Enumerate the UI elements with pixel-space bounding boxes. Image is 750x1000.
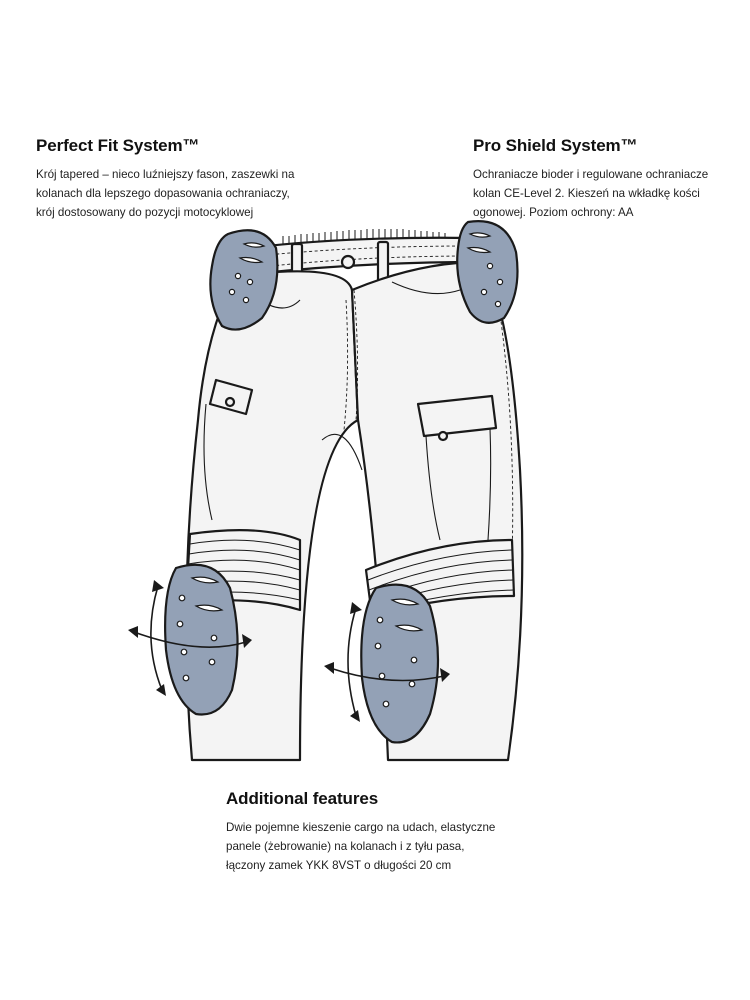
pro-shield-title: Pro Shield System™	[473, 136, 638, 155]
additional-features-line: Dwie pojemne kieszenie cargo na udach, e…	[226, 821, 496, 834]
additional-features-title: Additional features	[226, 789, 379, 808]
adjust-arrows-left	[128, 580, 252, 696]
perfect-fit-section: Perfect Fit System™ Krój tapered – nieco…	[36, 136, 336, 222]
pro-shield-description: Ochraniacze bioder i regulowane ochrania…	[473, 165, 738, 222]
perfect-fit-line: kolanach dla lepszego dopasowania ochran…	[36, 187, 290, 200]
additional-features-line: łączony zamek YKK 8VST o długości 20 cm	[226, 859, 452, 872]
perfect-fit-line: Krój tapered – nieco luźniejszy fason, z…	[36, 168, 295, 181]
perfect-fit-title: Perfect Fit System™	[36, 136, 200, 155]
pro-shield-section: Pro Shield System™ Ochraniacze bioder i …	[473, 136, 738, 222]
additional-features-description: Dwie pojemne kieszenie cargo na udach, e…	[226, 818, 536, 875]
pro-shield-line: kolan CE-Level 2. Kieszeń na wkładkę koś…	[473, 187, 700, 200]
perfect-fit-line: krój dostosowany do pozycji motocyklowej	[36, 206, 254, 219]
knee-armor-right	[360, 583, 440, 744]
waist-rib-panel	[282, 229, 446, 246]
hip-armor-left	[209, 229, 279, 331]
pro-shield-line: ogonowej. Poziom ochrony: AA	[473, 206, 634, 219]
additional-features-section: Additional features Dwie pojemne kieszen…	[226, 789, 536, 875]
perfect-fit-description: Krój tapered – nieco luźniejszy fason, z…	[36, 165, 336, 222]
hip-armor-right	[456, 220, 519, 324]
adjust-arrows-right	[324, 602, 450, 722]
pro-shield-line: Ochraniacze bioder i regulowane ochrania…	[473, 168, 709, 181]
additional-features-line: panele (żebrowanie) na kolanach i z tyłu…	[226, 840, 465, 853]
knee-armor-left	[164, 563, 239, 716]
